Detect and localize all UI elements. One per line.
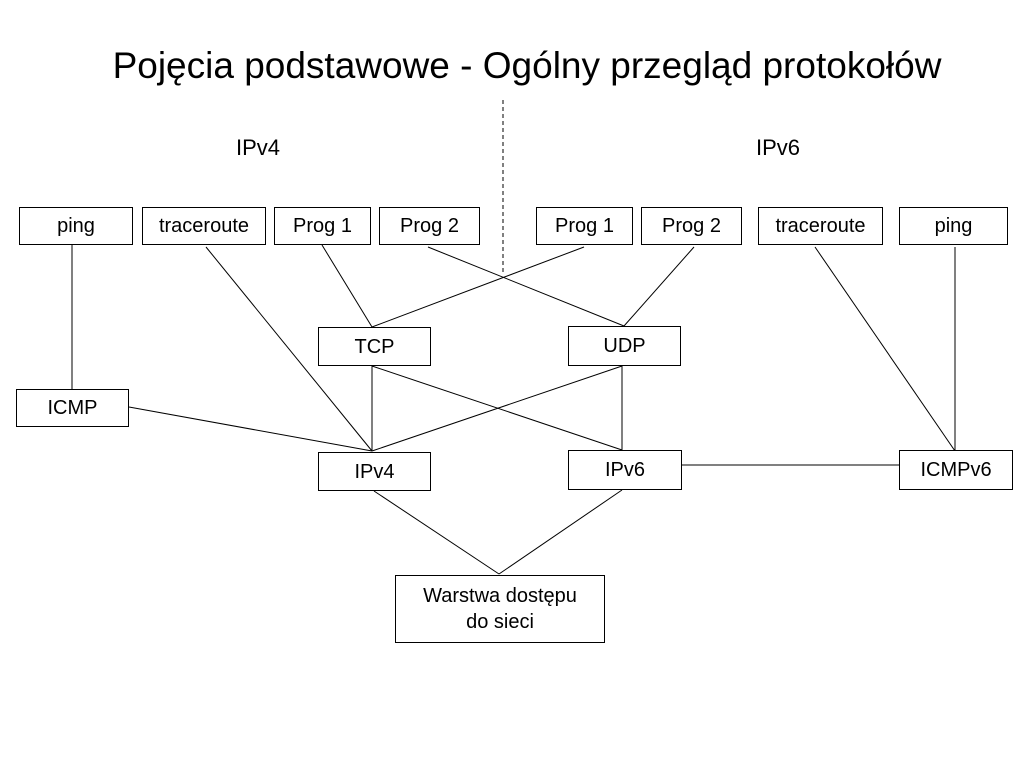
edge-ipv4-access	[373, 490, 500, 575]
node-ping-ipv6: ping	[899, 207, 1008, 245]
edge-icmp-ipv4	[128, 406, 373, 452]
edge-udp-ipv4	[371, 365, 623, 452]
node-udp: UDP	[568, 326, 681, 366]
node-ipv4: IPv4	[318, 452, 431, 491]
node-prog1-ipv4: Prog 1	[274, 207, 371, 245]
node-prog2-ipv4: Prog 2	[379, 207, 480, 245]
node-icmp: ICMP	[16, 389, 129, 427]
edge-prog2v6-udp	[623, 246, 695, 327]
slide-title: Pojęcia podstawowe - Ogólny przegląd pro…	[112, 45, 942, 86]
node-ipv6: IPv6	[568, 450, 682, 490]
edge-prog2v4-udp	[427, 246, 625, 327]
edge-traceroute-ipv4	[205, 246, 373, 452]
node-ping-ipv4: ping	[19, 207, 133, 245]
node-network-access-layer: Warstwa dostępu do sieci	[395, 575, 605, 643]
section-label-ipv6: IPv6	[755, 135, 801, 160]
node-tcp: TCP	[318, 327, 431, 366]
edge-traceroutev6-icmpv6	[814, 246, 956, 452]
edge-prog1v6-tcp	[371, 246, 585, 328]
node-prog2-ipv6: Prog 2	[641, 207, 742, 245]
node-prog1-ipv6: Prog 1	[536, 207, 633, 245]
node-traceroute-ipv4: traceroute	[142, 207, 266, 245]
section-label-ipv4: IPv4	[235, 135, 281, 160]
edge-ipv6-access	[498, 489, 623, 575]
node-traceroute-ipv6: traceroute	[758, 207, 883, 245]
edge-prog1v4-tcp	[321, 244, 373, 328]
node-icmpv6: ICMPv6	[899, 450, 1013, 490]
